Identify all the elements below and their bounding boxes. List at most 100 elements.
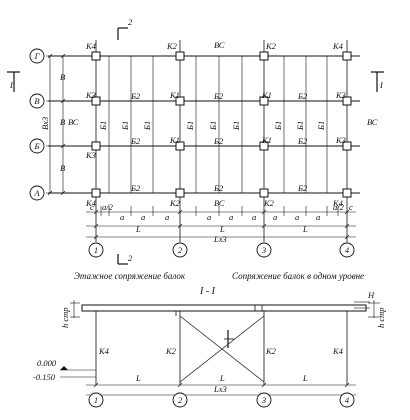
svg-text:Б2: Б2 — [130, 136, 141, 146]
svg-text:Б2: Б2 — [213, 91, 224, 101]
svg-text:Б2: Б2 — [213, 183, 224, 193]
dim-L-1: L — [135, 224, 141, 234]
svg-text:Lx3: Lx3 — [213, 384, 227, 394]
svg-text:a: a — [229, 212, 233, 222]
svg-text:К3: К3 — [335, 90, 346, 100]
section-mark-top: 2 — [128, 17, 133, 27]
plan-labels: Г В Б А 1 2 3 4 2 2 I I В В В Вх3 К4 К2 … — [9, 17, 384, 263]
svg-text:a/2: a/2 — [102, 202, 114, 212]
svg-text:К1: К1 — [169, 90, 180, 100]
h-str-left: h стр — [60, 307, 70, 328]
axis-letter-G: Г — [34, 51, 41, 61]
svg-text:К4: К4 — [332, 346, 344, 356]
svg-text:Б1: Б1 — [231, 121, 241, 131]
svg-text:Б2: Б2 — [297, 183, 308, 193]
svg-text:a: a — [207, 212, 211, 222]
cut-mark-left: I — [9, 80, 14, 90]
h-str-right: h стр — [376, 307, 386, 328]
h-label: H — [367, 290, 375, 300]
section-labels: Этажное сопряжение балок Сопряжение бало… — [33, 271, 386, 405]
svg-text:Б1: Б1 — [98, 121, 108, 131]
dim-B-1: В — [60, 72, 65, 82]
axis-letter-bubbles — [29, 48, 45, 201]
svg-text:К3: К3 — [335, 135, 346, 145]
svg-text:2: 2 — [178, 395, 183, 405]
plan-view — [7, 27, 384, 265]
svg-text:К4: К4 — [98, 346, 110, 356]
svg-text:К2: К2 — [263, 198, 275, 208]
svg-text:ВС: ВС — [367, 117, 378, 127]
cut-mark-right: I — [379, 80, 384, 90]
svg-text:1: 1 — [94, 395, 98, 405]
svg-text:c: c — [349, 202, 353, 212]
section-cut-marks — [7, 27, 384, 265]
caption-left: Этажное сопряжение балок — [74, 271, 186, 281]
level-bottom: -0.150 — [33, 372, 56, 382]
svg-text:К2: К2 — [169, 198, 181, 208]
dim-B-2: В — [60, 117, 65, 127]
svg-text:a/2: a/2 — [333, 202, 345, 212]
section-title: I - I — [199, 286, 216, 297]
caption-right: Сопряжение балок в одном уровне — [232, 271, 364, 281]
svg-text:Б2: Б2 — [213, 136, 224, 146]
section-mark-bottom: 2 — [128, 253, 133, 263]
svg-text:К2: К2 — [166, 41, 178, 51]
svg-text:Б1: Б1 — [185, 121, 195, 131]
axis-number-3: 3 — [261, 245, 266, 255]
svg-text:Б2: Б2 — [130, 91, 141, 101]
axis-number-1: 1 — [94, 245, 98, 255]
svg-text:Б1: Б1 — [208, 121, 218, 131]
svg-text:c: c — [90, 202, 94, 212]
svg-text:a: a — [273, 212, 277, 222]
svg-text:К1: К1 — [261, 90, 272, 100]
svg-text:ВС: ВС — [214, 40, 225, 50]
svg-text:К2: К2 — [265, 41, 277, 51]
svg-text:L: L — [135, 373, 141, 383]
columns — [91, 51, 352, 198]
svg-text:Б2: Б2 — [130, 183, 141, 193]
axis-number-2: 2 — [178, 245, 183, 255]
axis-letter-A: А — [33, 188, 40, 198]
svg-text:a: a — [295, 212, 299, 222]
axis-number-4: 4 — [345, 245, 350, 255]
svg-text:a: a — [120, 212, 124, 222]
svg-text:Б1: Б1 — [273, 121, 283, 131]
dim-L-3: L — [302, 224, 308, 234]
svg-text:L: L — [219, 373, 225, 383]
axis-letter-B: Б — [33, 141, 39, 151]
level-top: 0.000 — [37, 358, 57, 368]
svg-text:Б1: Б1 — [316, 121, 326, 131]
svg-text:К4: К4 — [332, 198, 344, 208]
svg-text:a: a — [141, 212, 145, 222]
svg-text:Б1: Б1 — [142, 121, 152, 131]
svg-text:Б1: Б1 — [295, 121, 305, 131]
axis-number-bubbles — [88, 242, 355, 258]
svg-text:К3: К3 — [85, 150, 96, 160]
svg-text:К4: К4 — [85, 41, 97, 51]
axis-letter-V: В — [34, 96, 39, 106]
svg-text:4: 4 — [345, 395, 350, 405]
svg-text:Б2: Б2 — [297, 136, 308, 146]
svg-text:К2: К2 — [265, 346, 277, 356]
svg-text:К4: К4 — [332, 41, 344, 51]
svg-text:К3: К3 — [85, 90, 96, 100]
svg-text:a: a — [165, 212, 169, 222]
dim-Lx3: Lx3 — [213, 234, 227, 244]
dim-Bx3: Вх3 — [40, 117, 50, 130]
svg-text:Б2: Б2 — [297, 91, 308, 101]
bottom-dimensions — [86, 206, 356, 240]
svg-text:К4: К4 — [85, 198, 97, 208]
svg-text:a: a — [252, 212, 256, 222]
dim-L-2: L — [219, 224, 225, 234]
left-dimensions — [46, 53, 67, 196]
svg-text:К2: К2 — [165, 346, 177, 356]
svg-text:Б1: Б1 — [120, 121, 130, 131]
svg-text:ВС: ВС — [68, 117, 79, 127]
svg-text:К1: К1 — [169, 135, 180, 145]
svg-text:К1: К1 — [261, 135, 272, 145]
secondary-beams — [108, 56, 328, 193]
dim-B-3: В — [60, 163, 65, 173]
svg-text:a: a — [316, 212, 320, 222]
section-view — [60, 300, 380, 408]
